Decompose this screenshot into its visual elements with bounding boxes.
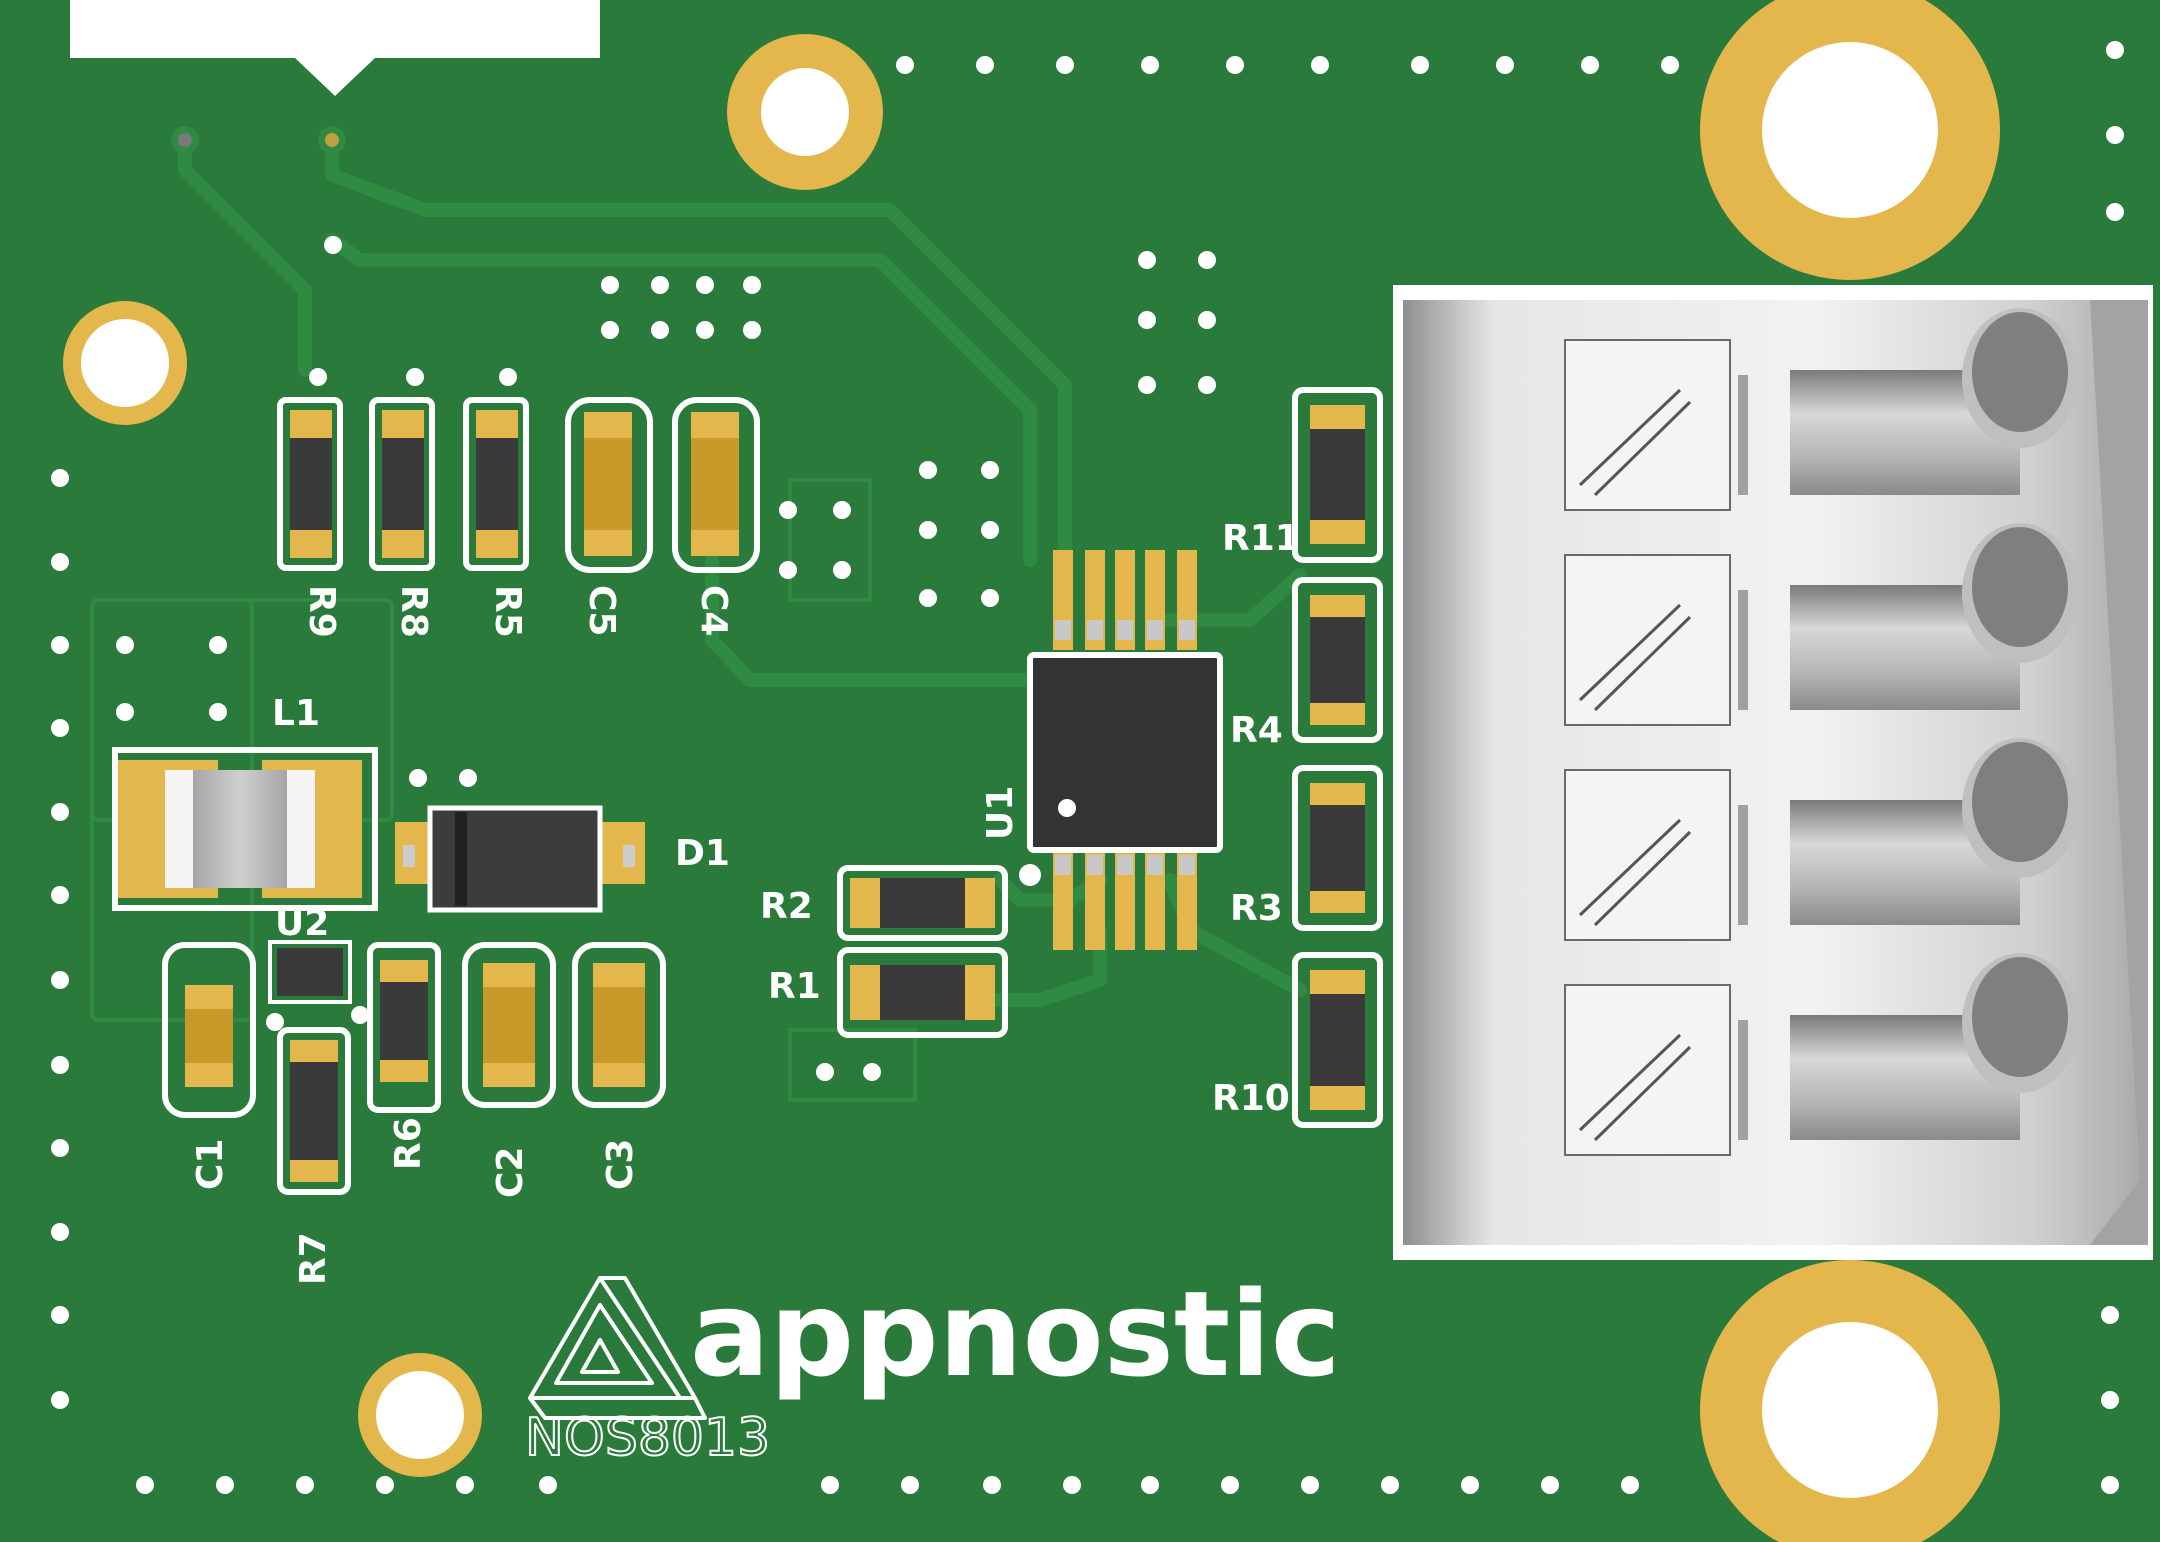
- right-resistors: [1292, 387, 1383, 1128]
- label-d1: D1: [675, 833, 730, 874]
- test-points: [171, 126, 346, 154]
- label-r5: R5: [487, 585, 528, 638]
- label-c2: C2: [490, 1147, 531, 1198]
- label-r2: R2: [760, 886, 813, 927]
- inductor-l1: [112, 747, 378, 911]
- terminal-1: [1564, 308, 2078, 511]
- label-c3: C3: [600, 1139, 641, 1190]
- label-c1: C1: [190, 1139, 231, 1190]
- label-r10: R10: [1212, 1078, 1290, 1119]
- part-number: NOS8013: [525, 1408, 770, 1468]
- ic-u1: [1027, 550, 1223, 950]
- resistors-r2-r1: [837, 865, 1008, 1038]
- diode-d1: [395, 805, 645, 913]
- terminal-3: [1564, 738, 2078, 941]
- penrose-triangle-icon: [528, 1276, 707, 1420]
- label-r6: R6: [388, 1117, 429, 1170]
- label-r7: R7: [293, 1232, 334, 1285]
- label-u1: U1: [980, 786, 1021, 840]
- ic-u2: [268, 940, 352, 1004]
- terminal-2: [1564, 523, 2078, 726]
- vias: [51, 41, 2124, 1494]
- label-r9: R9: [301, 585, 342, 638]
- label-l1: L1: [272, 693, 320, 734]
- label-r3: R3: [1230, 888, 1283, 929]
- silk-arrow: [295, 58, 375, 96]
- label-r4: R4: [1230, 710, 1283, 751]
- brand-logo-text: appnostic: [690, 1265, 1341, 1403]
- label-r11: R11: [1222, 518, 1300, 559]
- label-r1: R1: [768, 966, 821, 1007]
- silk-label-strip: [70, 0, 600, 58]
- label-c4: C4: [693, 585, 734, 636]
- terminal-block-connector: [1393, 285, 2153, 1260]
- mounting-holes: [63, 0, 2000, 1542]
- bottom-passives: [162, 942, 666, 1195]
- terminal-4: [1564, 953, 2078, 1156]
- label-r8: R8: [393, 585, 434, 638]
- top-passives: [277, 397, 760, 573]
- label-u2: U2: [275, 903, 329, 944]
- label-c5: C5: [581, 585, 622, 636]
